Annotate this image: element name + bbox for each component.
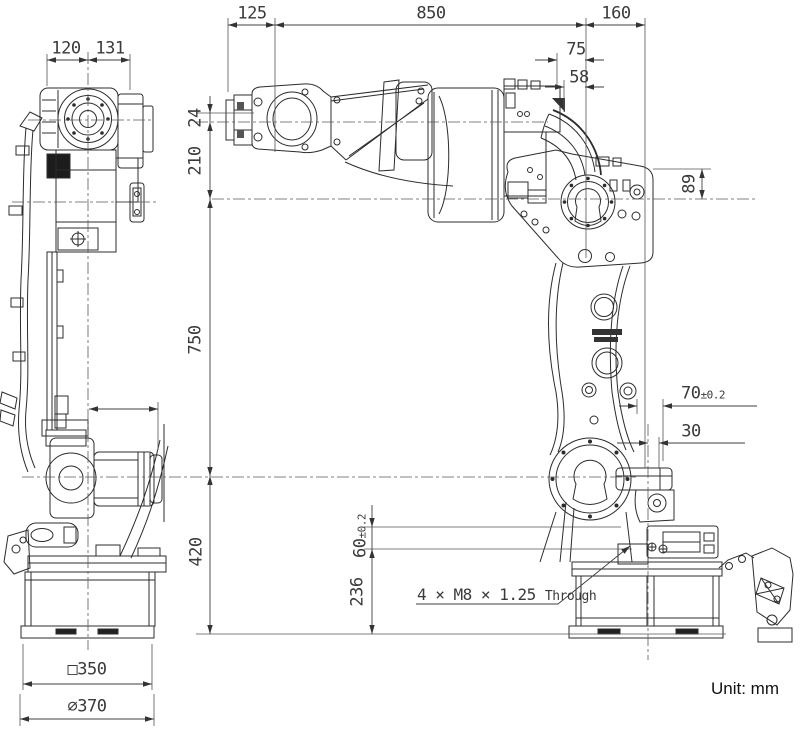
dim-236-label: 236 <box>347 577 368 607</box>
extension-lines <box>19 18 726 726</box>
dim-top-125-label: 125 <box>237 3 267 24</box>
dim-750-label: 750 <box>185 325 206 355</box>
dim-70-label: 70±0.2 <box>681 383 725 404</box>
dim-wrist-120-label: 120 <box>51 38 81 59</box>
dim-diameter-370-label: ∅370 <box>67 696 107 717</box>
front-view-robot <box>225 78 794 643</box>
unit-note: Unit: mm <box>711 679 779 698</box>
dim-top-850-label: 850 <box>416 3 446 24</box>
dim-420-label: 420 <box>186 537 207 567</box>
shoulder-bolt-dots <box>550 439 630 519</box>
brand-label-plate <box>592 329 622 335</box>
dim-75-label: 75 <box>566 39 586 60</box>
dim-wrist-131-label: 131 <box>95 38 125 59</box>
elbow-bolt-dots <box>562 176 614 228</box>
centerlines <box>12 52 757 660</box>
dim-89-label: 89 <box>679 174 700 194</box>
dim-24-label: 24 <box>185 108 206 128</box>
dimension-arrowheads <box>20 22 705 722</box>
m8-leader-line <box>416 545 631 605</box>
dimension-lines <box>20 24 757 720</box>
dim-60-label: 60±0.2 <box>350 514 371 558</box>
dim-top-160-label: 160 <box>601 3 631 24</box>
dim-58-label: 58 <box>569 67 589 88</box>
wrist-end-cap <box>46 153 71 179</box>
side-view-robot <box>0 87 169 639</box>
dim-30-label: 30 <box>681 421 701 442</box>
dim-210-label: 210 <box>185 146 206 176</box>
dim-square-350-label: □350 <box>67 659 107 680</box>
mounting-holes-note: 4 × M8 × 1.25 Through <box>417 585 597 604</box>
